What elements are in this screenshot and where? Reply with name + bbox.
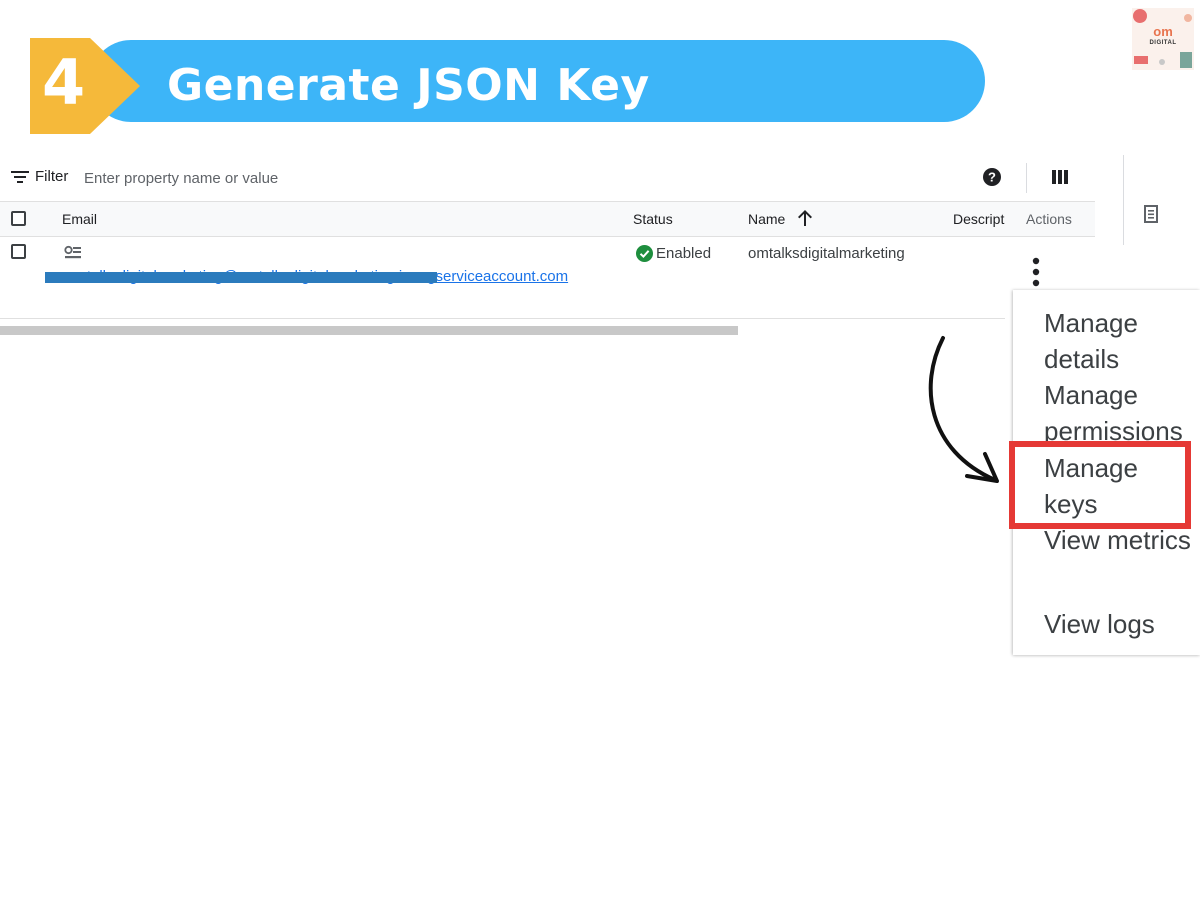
column-header-description[interactable]: Descript [953, 211, 1005, 227]
column-display-icon[interactable] [1052, 169, 1068, 185]
filter-input[interactable] [82, 164, 586, 192]
step-number: 4 [42, 46, 86, 119]
status-badge: Enabled [656, 245, 712, 262]
column-header-email[interactable]: Email [62, 211, 98, 227]
menu-item-manage-keys[interactable]: Manage keys [1044, 453, 1138, 519]
filter-bar: Filter ? [0, 155, 1095, 201]
menu-item-view-logs[interactable]: View logs [1044, 609, 1155, 639]
menu-item-view-metrics[interactable]: View metrics [1044, 525, 1191, 555]
select-all-checkbox[interactable] [11, 211, 26, 226]
column-header-name[interactable]: Name [748, 211, 786, 227]
table-row: omtalksdigitalmarketing@omtalksdigitalma… [0, 236, 1005, 319]
row-checkbox[interactable] [11, 244, 26, 259]
manage-keys-highlight [1009, 441, 1191, 529]
menu-item-manage-permissions[interactable]: Manage permissions [1044, 380, 1183, 446]
more-vert-icon[interactable] [1030, 257, 1042, 287]
service-account-name: omtalksdigitalmarketing [748, 245, 905, 262]
side-panel-divider [1123, 155, 1124, 245]
step-badge-shape [30, 38, 140, 134]
service-accounts-panel: Filter ? Email Status Name Descript Acti… [0, 155, 1200, 345]
svg-text:?: ? [988, 170, 996, 185]
document-icon[interactable] [1144, 205, 1158, 223]
column-header-actions: Actions [1026, 211, 1072, 227]
banner-title: Generate JSON Key [167, 60, 650, 111]
service-account-icon [64, 245, 81, 259]
email-redaction-bar [45, 272, 437, 283]
logo-text: om [1153, 24, 1173, 39]
brand-logo: om DIGITAL [1132, 8, 1194, 70]
filter-icon[interactable] [11, 170, 29, 184]
table-header-row: Email Status Name Descript Actions [0, 201, 1095, 237]
logo-subtext: DIGITAL [1149, 40, 1177, 46]
filter-label[interactable]: Filter [35, 168, 69, 185]
actions-menu: Manage details Manage permissions Manage… [1013, 290, 1200, 655]
step-banner: 4 Generate JSON Key [30, 38, 985, 134]
logo-decoration [1132, 8, 1194, 70]
sort-ascending-icon[interactable] [797, 209, 813, 227]
horizontal-scrollbar[interactable] [0, 326, 738, 335]
toolbar-divider [1026, 163, 1027, 193]
menu-item-manage-details[interactable]: Manage details [1044, 308, 1138, 374]
check-circle-icon [636, 245, 653, 262]
banner-pill [90, 40, 985, 122]
pointer-arrow-icon [928, 336, 999, 483]
column-header-status[interactable]: Status [633, 211, 673, 227]
help-circle-icon[interactable]: ? [983, 168, 1001, 186]
